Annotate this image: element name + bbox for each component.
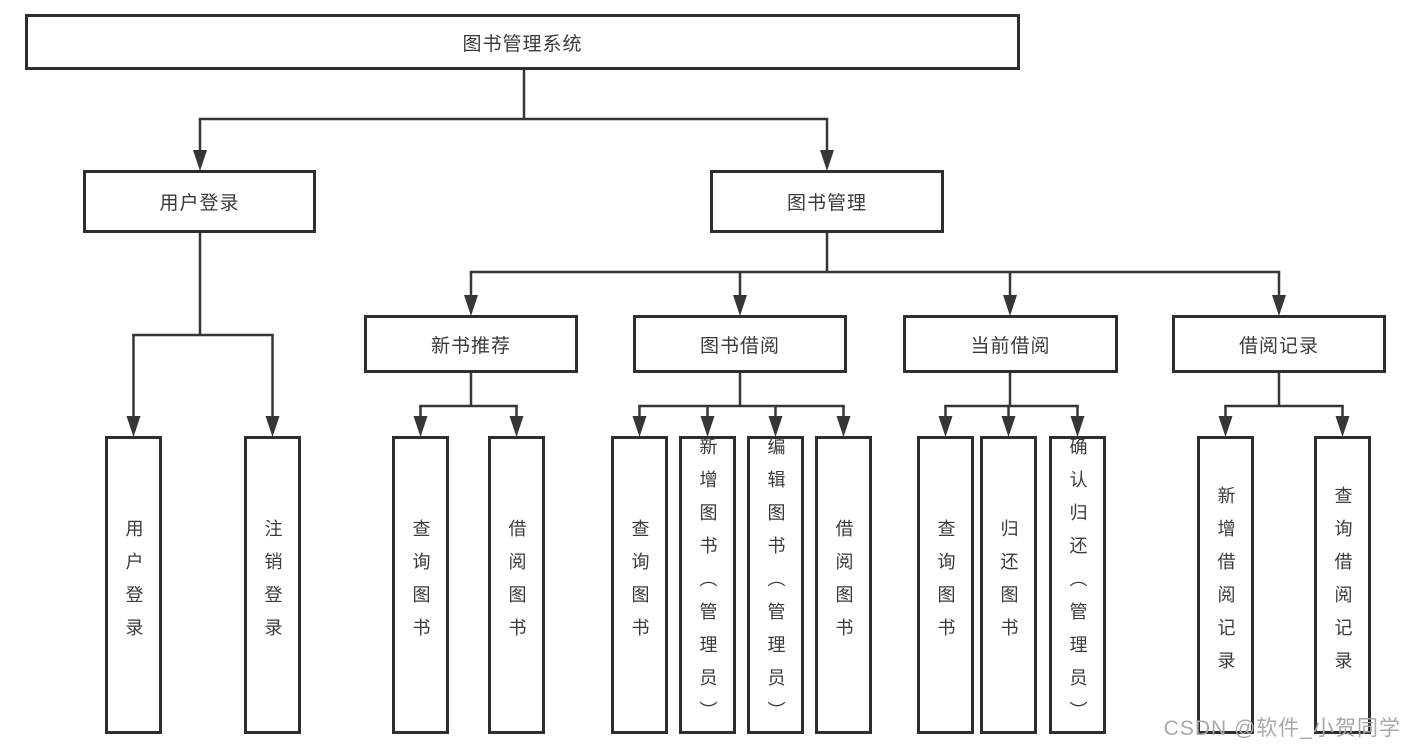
node-borrow-records: 借阅记录 (1172, 315, 1386, 373)
arrowhead-icon (1218, 416, 1233, 437)
leaf-add-book-admin: 新增图书（管理员） (679, 436, 736, 734)
node-label: 归还图书 (998, 519, 1019, 651)
node-book-management: 图书管理 (710, 170, 944, 233)
leaf-edit-book-admin: 编辑图书（管理员） (747, 436, 804, 734)
node-label: 注销登录 (262, 519, 283, 651)
leaf-borrow-books: 借阅图书 (815, 436, 872, 734)
csdn-watermark: CSDN @软件_小贺同学 (1163, 717, 1401, 740)
node-label: 查询图书 (629, 519, 650, 651)
leaf-add-borrow-record: 新增借阅记录 (1197, 436, 1254, 734)
leaf-logout: 注销登录 (244, 436, 301, 734)
leaf-query-borrow-record: 查询借阅记录 (1314, 436, 1371, 734)
arrowhead-icon (1001, 416, 1016, 437)
arrowhead-icon (768, 416, 783, 437)
node-label: 用户登录 (123, 519, 144, 651)
connector-borrow-records-branch (1218, 373, 1350, 437)
node-library-management-system: 图书管理系统 (25, 14, 1020, 70)
node-label: 查询图书 (935, 519, 956, 651)
arrowhead-icon (413, 416, 428, 437)
leaf-query-books-current: 查询图书 (917, 436, 974, 734)
leaf-query-books-borrow: 查询图书 (611, 436, 668, 734)
node-label: 图书管理系统 (462, 33, 583, 55)
arrowhead-icon (938, 416, 953, 437)
node-label: 图书管理 (786, 193, 867, 214)
connector-book-borrow-branch (632, 373, 851, 437)
node-label: 查询图书 (410, 519, 431, 651)
node-new-book-recommend: 新书推荐 (364, 315, 578, 373)
connector-current-borrow-branch (938, 373, 1085, 437)
node-label: 新增借阅记录 (1215, 486, 1236, 684)
arrowhead-icon (1070, 416, 1085, 437)
connector-book-management-branch (464, 233, 1286, 316)
node-label: 借阅图书 (506, 519, 527, 651)
node-label: 借阅图书 (833, 519, 854, 651)
arrowhead-icon (836, 416, 851, 437)
arrowhead-icon (265, 416, 280, 437)
leaf-borrow-books-recommend: 借阅图书 (488, 436, 545, 734)
node-label: 图书借阅 (699, 335, 780, 357)
connector-user-login-branch (126, 233, 280, 437)
connector-root-branch (193, 70, 834, 171)
connector-new-book-recommend-branch (413, 373, 524, 437)
node-label: 当前借阅 (970, 335, 1051, 357)
node-label: 编辑图书（管理员） (765, 436, 786, 734)
arrowhead-icon (126, 416, 141, 437)
arrowhead-icon (1335, 416, 1350, 437)
arrowhead-icon (1272, 295, 1286, 316)
arrowhead-icon (820, 150, 834, 171)
leaf-user-login: 用户登录 (105, 436, 162, 734)
arrowhead-icon (193, 150, 207, 171)
node-current-borrow: 当前借阅 (903, 315, 1118, 373)
arrowhead-icon (733, 295, 747, 316)
node-label: 借阅记录 (1238, 335, 1319, 357)
arrowhead-icon (632, 416, 647, 437)
leaf-query-books-recommend: 查询图书 (392, 436, 449, 734)
arrowhead-icon (464, 295, 478, 316)
arrowhead-icon (1003, 295, 1017, 316)
node-label: 确认归还（管理员） (1067, 436, 1088, 734)
node-user-login: 用户登录 (83, 170, 316, 233)
node-label: 用户登录 (159, 193, 240, 214)
node-book-borrow: 图书借阅 (633, 315, 847, 373)
arrowhead-icon (509, 416, 524, 437)
leaf-confirm-return-admin: 确认归还（管理员） (1049, 436, 1106, 734)
node-label: 查询借阅记录 (1332, 486, 1353, 684)
node-label: 新增图书（管理员） (697, 436, 718, 734)
leaf-return-book: 归还图书 (980, 436, 1037, 734)
arrowhead-icon (700, 416, 715, 437)
node-label: 新书推荐 (430, 335, 511, 357)
